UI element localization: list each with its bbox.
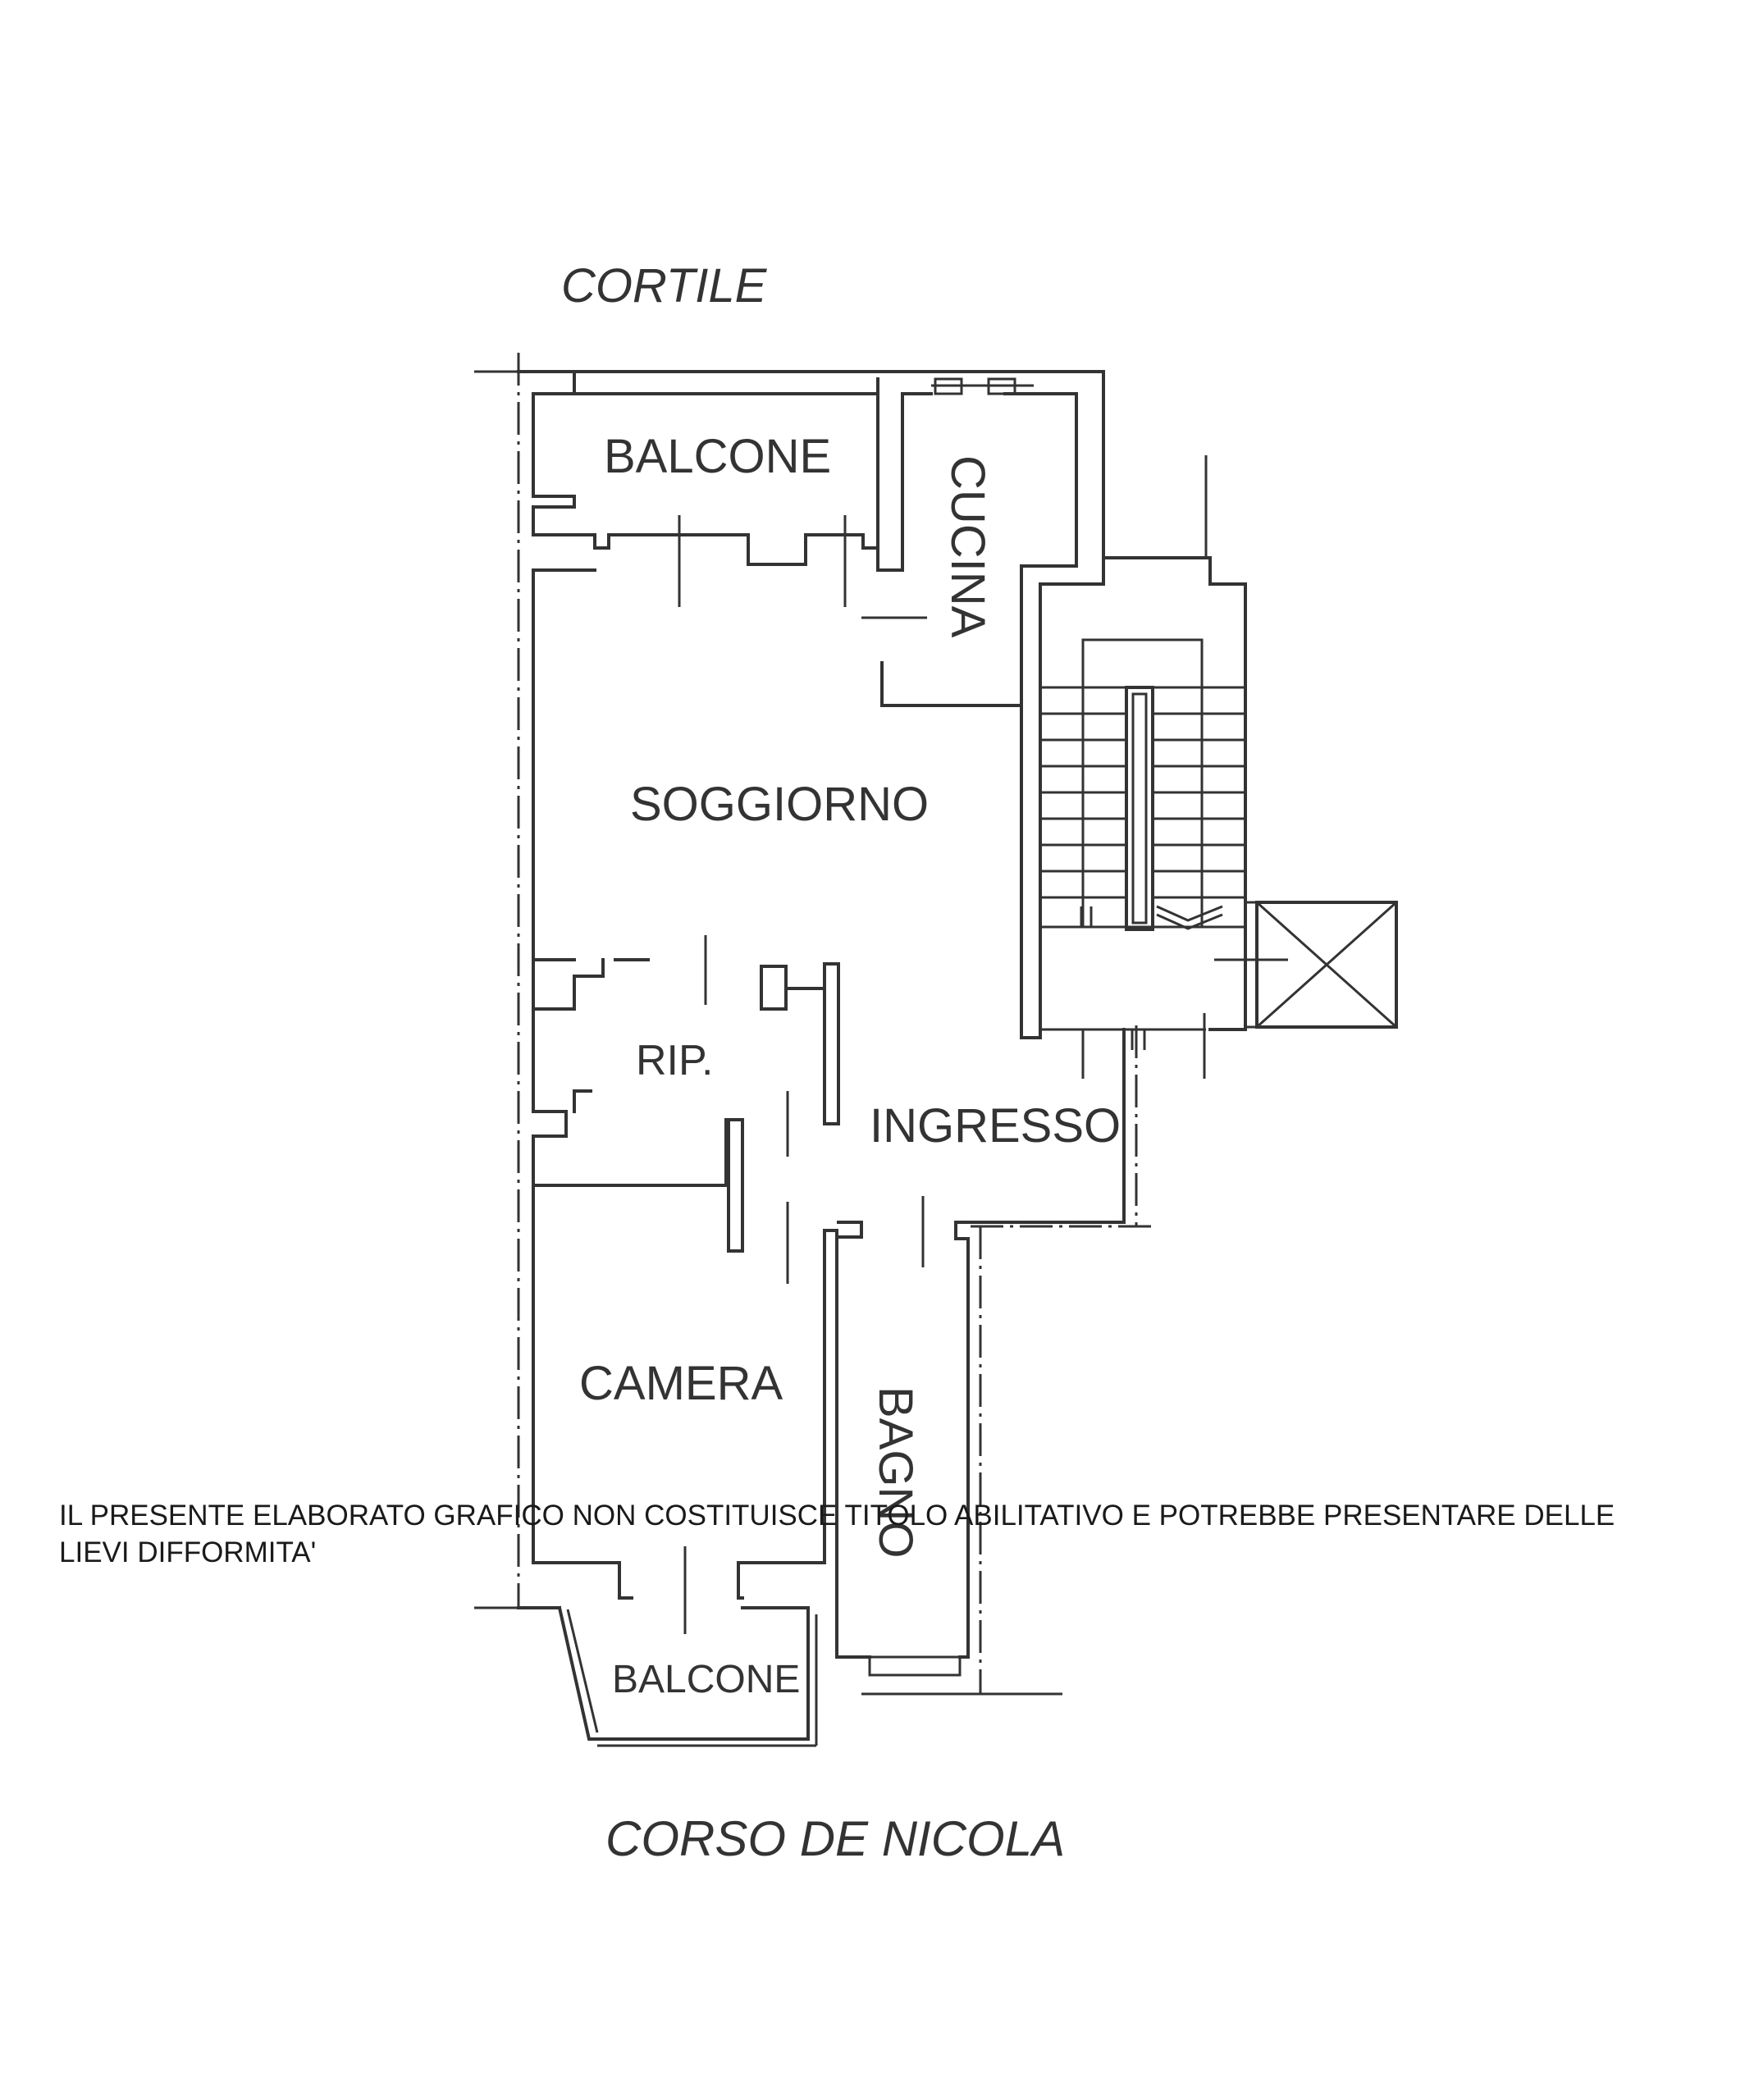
room-label-ingresso: INGRESSO xyxy=(870,1099,1121,1153)
balcony-bottom xyxy=(557,1546,818,1747)
stair-treads xyxy=(1040,686,1245,899)
disclaimer-text: IL PRESENTE ELABORATO GRAFICO NON COSTIT… xyxy=(59,1500,1615,1568)
label-corso-de-nicola: CORSO DE NICOLA xyxy=(605,1811,1065,1866)
room-label-balcone-bottom: BALCONE xyxy=(612,1658,800,1701)
elevator-shaft-icon xyxy=(1245,901,1398,1029)
stair-arrow-icon xyxy=(1156,905,1223,922)
room-label-balcone-top: BALCONE xyxy=(604,430,831,483)
room-label-ripostiglio: RIP. xyxy=(636,1037,713,1084)
property-boundary xyxy=(474,353,1153,1690)
room-label-soggiorno: SOGGIORNO xyxy=(630,778,929,831)
room-label-cucina: CUCINA xyxy=(941,455,994,638)
label-cortile: CORTILE xyxy=(561,259,768,313)
interior-walls xyxy=(678,515,1126,1696)
stairwell xyxy=(1039,455,1288,1079)
room-label-bagno: BAGNO xyxy=(869,1386,922,1559)
room-label-camera: CAMERA xyxy=(579,1357,783,1410)
outer-walls xyxy=(517,370,1105,1609)
